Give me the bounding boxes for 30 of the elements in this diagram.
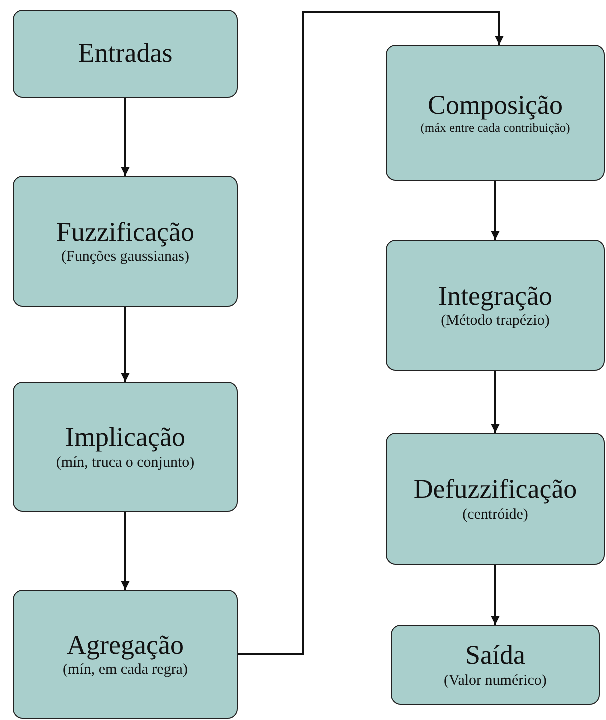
step-title: Defuzzificação — [414, 474, 578, 506]
arrow — [121, 307, 130, 382]
step-title: Fuzzificação — [56, 216, 194, 248]
step-detail: (Valor numérico) — [444, 672, 547, 690]
step-detail: (centróide) — [462, 506, 528, 524]
process-box — [391, 625, 600, 705]
step-title: Integração — [438, 280, 552, 312]
arrow — [491, 181, 500, 240]
arrow — [121, 512, 130, 590]
process-box — [386, 433, 605, 565]
step-title: Saída — [466, 640, 526, 672]
arrow — [491, 565, 500, 625]
step-detail: (Método trapézio) — [441, 312, 550, 330]
step-detail: (Funções gaussianas) — [62, 248, 190, 266]
arrow — [121, 98, 130, 176]
process-box — [13, 590, 238, 719]
step-detail: (máx entre cada contribuição) — [420, 121, 570, 136]
process-box — [386, 45, 605, 181]
step-title: Entradas — [78, 38, 173, 70]
step-title: Implicação — [66, 422, 186, 454]
arrow — [238, 11, 504, 656]
process-box — [13, 382, 238, 512]
process-box — [386, 240, 605, 371]
process-box — [13, 10, 238, 98]
step-detail: (mín, em cada regra) — [63, 661, 188, 680]
step-detail: (mín, truca o conjunto) — [56, 454, 195, 472]
process-box — [13, 176, 238, 307]
step-title: Agregação — [67, 630, 184, 662]
step-title: Composição — [428, 90, 563, 122]
arrow — [491, 371, 500, 433]
